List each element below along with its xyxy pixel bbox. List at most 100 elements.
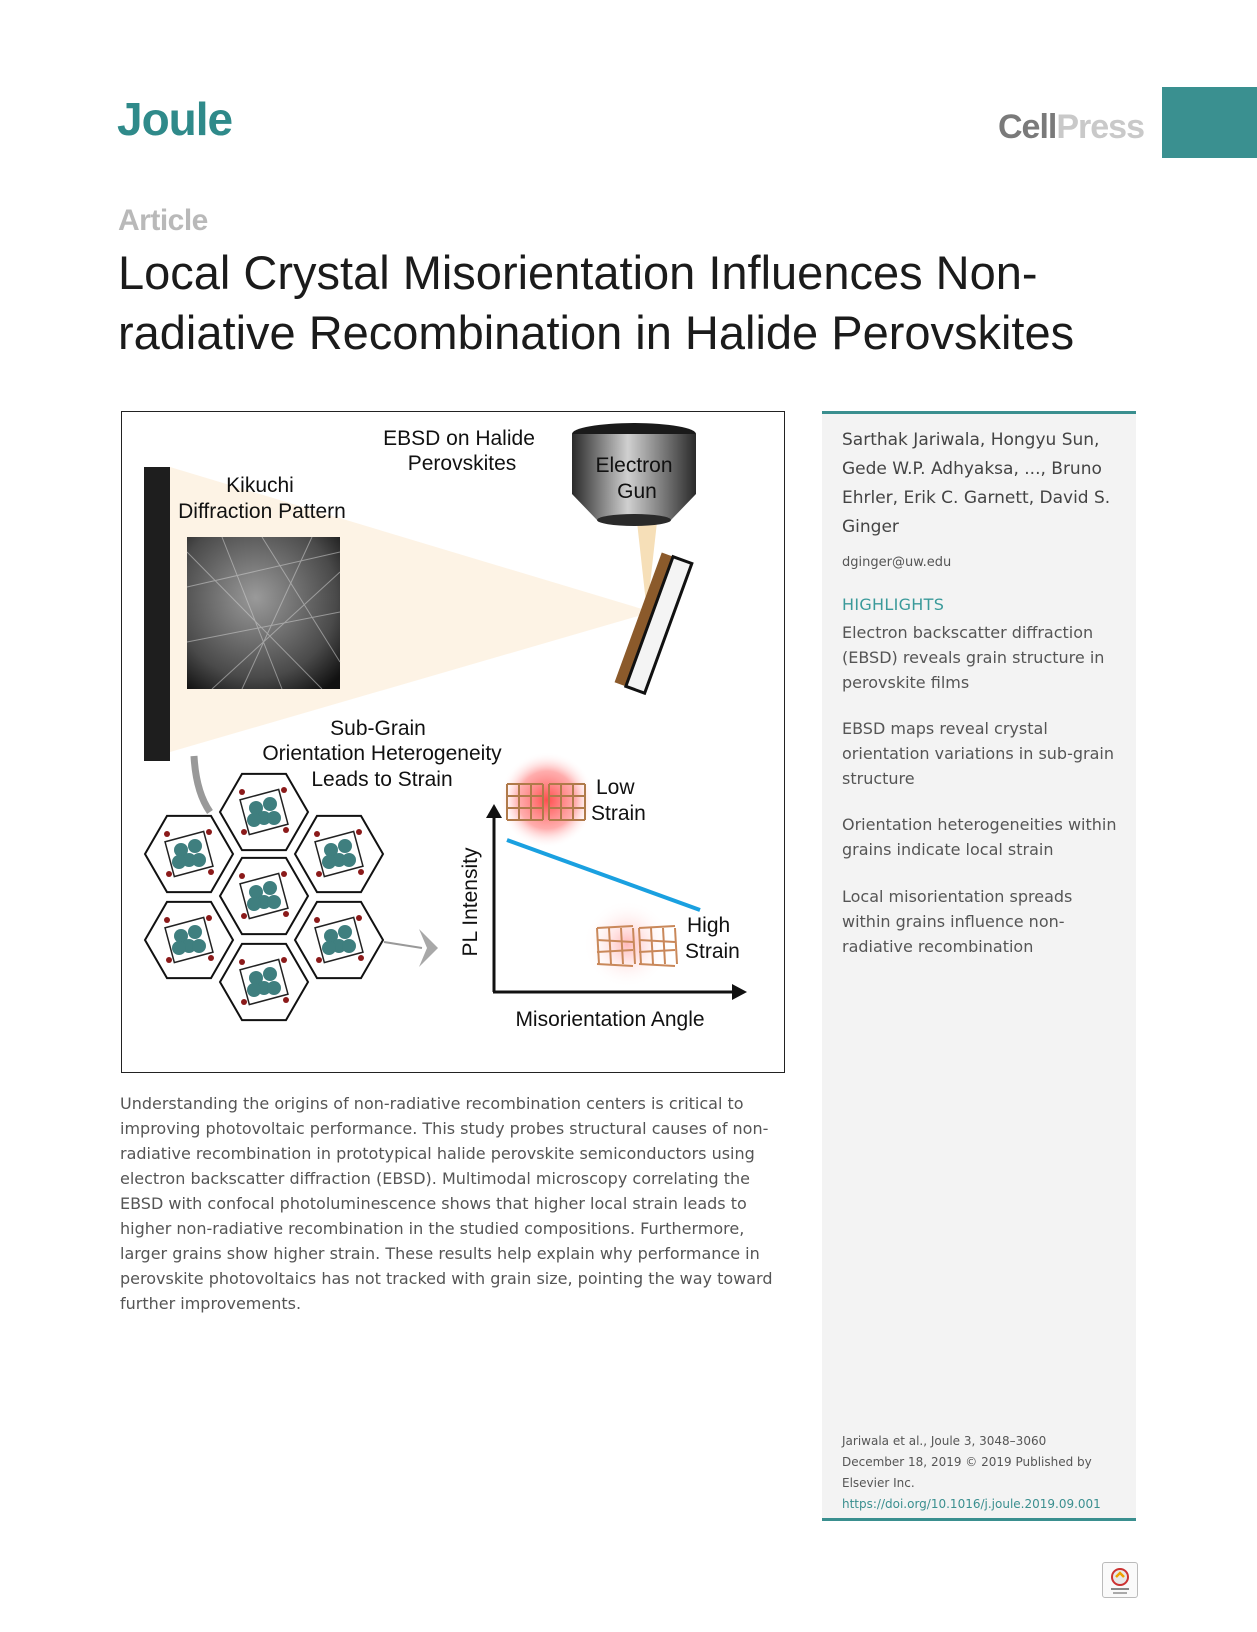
citation-reference: Jariwala et al., Joule 3, 3048–3060 — [842, 1434, 1047, 1448]
halide-atom-icon — [281, 871, 287, 877]
ebsd-label-line2: Perovskites — [408, 452, 517, 475]
halide-atom-icon — [241, 999, 247, 1005]
y-axis-label: PL Intensity — [459, 847, 482, 956]
low-strain-label-line1: Low — [596, 776, 635, 799]
atom-icon — [267, 981, 281, 995]
kikuchi-label-line1: Kikuchi — [226, 474, 294, 497]
check-for-updates-badge[interactable] — [1102, 1562, 1138, 1598]
atom-icon — [263, 881, 277, 895]
electron-gun-icon — [572, 423, 696, 526]
unit-cell-icon — [239, 788, 289, 836]
atom-icon — [249, 971, 263, 985]
halide-atom-icon — [166, 957, 172, 963]
atom-icon — [342, 853, 356, 867]
atom-icon — [172, 941, 186, 955]
low-strain-glow — [499, 752, 595, 848]
highlight-item: Electron backscatter diffraction (EBSD) … — [842, 623, 1105, 692]
halide-atom-icon — [208, 955, 214, 961]
grain-hexagons — [143, 772, 385, 1022]
halide-atom-icon — [283, 827, 289, 833]
detector-connector — [190, 755, 213, 815]
detector-screen — [144, 467, 170, 761]
flow-chevron-icon — [419, 929, 438, 967]
highlight-item: Local misorientation spreads within grai… — [842, 887, 1073, 956]
atom-icon — [247, 897, 261, 911]
x-axis-arrow-icon — [732, 984, 747, 1000]
halide-atom-icon — [358, 955, 364, 961]
halide-atom-icon — [356, 915, 362, 921]
halide-atom-icon — [283, 911, 289, 917]
highlights-heading: HIGHLIGHTS — [842, 595, 945, 614]
check-for-updates-icon — [1111, 1568, 1129, 1594]
pl-trend-line — [506, 838, 701, 912]
gun-label-line2: Gun — [617, 480, 657, 503]
subgrain-label-line1: Sub-Grain — [330, 717, 426, 740]
halide-atom-icon — [206, 829, 212, 835]
high-strain-label-line2: Strain — [685, 940, 740, 963]
atom-icon — [322, 941, 336, 955]
atom-icon — [188, 925, 202, 939]
atom-icon — [192, 853, 206, 867]
citation-date-copyright: December 18, 2019 © 2019 Published by El… — [842, 1455, 1092, 1490]
highlight-item: Orientation heterogeneities within grain… — [842, 815, 1117, 859]
unit-cell-icon — [239, 872, 289, 920]
atom-icon — [267, 811, 281, 825]
publisher-logo-part2: Press — [1056, 108, 1145, 146]
publisher-logo-part1: Cell — [998, 108, 1057, 146]
halide-atom-icon — [316, 957, 322, 963]
unit-cell-icon — [164, 916, 214, 964]
atom-icon — [192, 939, 206, 953]
author-list: Sarthak Jariwala, Hongyu Sun, Gede W.P. … — [842, 430, 1111, 537]
doi-link[interactable]: https://doi.org/10.1016/j.joule.2019.09.… — [842, 1497, 1101, 1511]
halide-atom-icon — [239, 959, 245, 965]
header-accent-tab — [1162, 87, 1257, 158]
atom-icon — [338, 925, 352, 939]
atom-icon — [322, 855, 336, 869]
kikuchi-pattern-image — [186, 536, 341, 690]
subgrain-label-line3: Leads to Strain — [311, 768, 452, 791]
atom-icon — [267, 895, 281, 909]
atom-icon — [174, 843, 188, 857]
halide-atom-icon — [283, 997, 289, 1003]
atom-icon — [249, 801, 263, 815]
halide-atom-icon — [206, 915, 212, 921]
atom-icon — [174, 929, 188, 943]
y-axis-arrow-icon — [486, 804, 502, 818]
x-axis-label: Misorientation Angle — [515, 1008, 704, 1031]
corresponding-email[interactable]: dginger@uw.edu — [842, 555, 952, 570]
graphical-abstract-figure: EBSD on Halide Perovskites Electron Gun … — [143, 423, 747, 1031]
graphical-abstract: EBSD on Halide Perovskites Electron Gun … — [121, 411, 785, 1073]
citation-block: Jariwala et al., Joule 3, 3048–3060 Dece… — [842, 1431, 1122, 1515]
pl-plot-axes — [492, 812, 737, 994]
unit-cell-icon — [314, 916, 364, 964]
atom-icon — [324, 929, 338, 943]
abstract-text: Understanding the origins of non-radiati… — [120, 1094, 773, 1313]
atom-icon — [324, 843, 338, 857]
halide-atom-icon — [314, 917, 320, 923]
halide-atom-icon — [166, 871, 172, 877]
halide-atom-icon — [316, 871, 322, 877]
article-type-label: Article — [118, 204, 208, 237]
halide-atom-icon — [164, 917, 170, 923]
kikuchi-label-line2: Diffraction Pattern — [178, 500, 346, 523]
high-strain-label-line1: High — [687, 914, 730, 937]
sample-slab — [614, 552, 694, 696]
gun-label-line1: Electron — [595, 454, 672, 477]
unit-cell-icon — [164, 830, 214, 878]
halide-atom-icon — [241, 913, 247, 919]
halide-atom-icon — [281, 957, 287, 963]
halide-atom-icon — [164, 831, 170, 837]
electron-beam — [637, 522, 657, 612]
journal-logo: Joule — [117, 93, 233, 145]
article-info-sidebar: Sarthak Jariwala, Hongyu Sun, Gede W.P. … — [822, 411, 1136, 1521]
low-strain-label-line2: Strain — [591, 802, 646, 825]
atom-icon — [249, 885, 263, 899]
high-strain-glow — [583, 900, 671, 988]
ebsd-label-line1: EBSD on Halide — [383, 427, 535, 450]
atom-icon — [263, 797, 277, 811]
flow-arrow-icon — [383, 941, 423, 949]
low-strain-lattice — [506, 783, 586, 821]
halide-atom-icon — [208, 869, 214, 875]
halide-atom-icon — [241, 829, 247, 835]
highlight-item: EBSD maps reveal crystal orientation var… — [842, 719, 1114, 788]
